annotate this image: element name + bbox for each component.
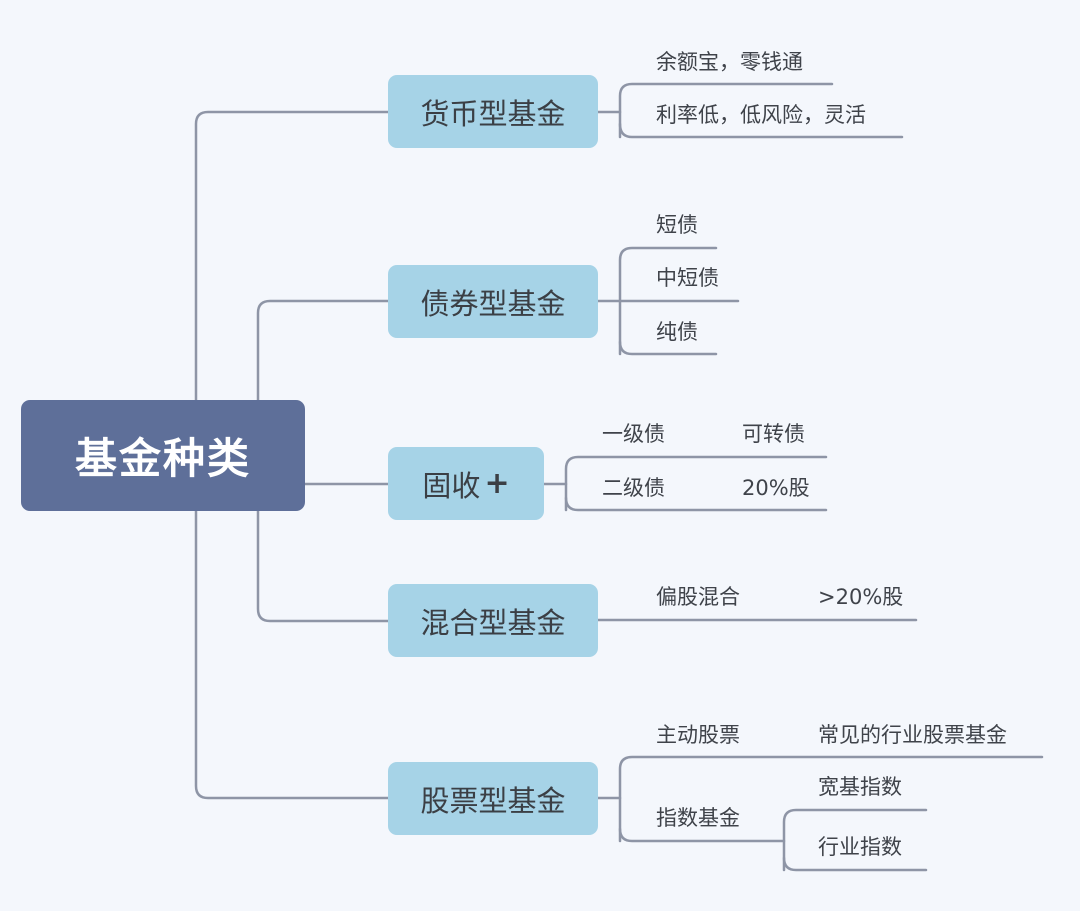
leaf-active-stock-detail: 常见的行业股票基金 — [818, 723, 1007, 747]
root-node: 基金种类 — [21, 400, 305, 511]
category-label: 债券型基金 — [420, 286, 566, 321]
leaf-industry-index: 行业指数 — [818, 835, 902, 859]
category-node-money-market: 货币型基金 — [388, 75, 598, 148]
leaf-active-stock: 主动股票 — [656, 723, 740, 747]
category-node-hybrid: 混合型基金 — [388, 584, 598, 657]
leaf-index-fund: 指数基金 — [656, 806, 740, 830]
leaf-secondary-bond: 二级债 — [602, 476, 665, 500]
leaf-money-features: 利率低，低风险，灵活 — [656, 103, 866, 127]
category-label: 货币型基金 — [420, 96, 566, 131]
leaf-secondary-bond-detail: 20%股 — [742, 476, 810, 500]
leaf-money-examples: 余额宝，零钱通 — [656, 50, 803, 74]
category-node-stock: 股票型基金 — [388, 762, 598, 835]
leaf-medium-short-bond: 中短债 — [656, 266, 719, 290]
category-node-fixed-income-plus: 固收+ — [388, 447, 544, 520]
category-label: 固收 — [422, 468, 481, 503]
leaf-pure-bond: 纯债 — [656, 320, 698, 344]
leaf-short-bond: 短债 — [656, 213, 698, 237]
category-node-bond: 债券型基金 — [388, 265, 598, 338]
category-label: 股票型基金 — [420, 783, 566, 818]
leaf-primary-bond: 一级债 — [602, 422, 665, 446]
leaf-equity-hybrid: 偏股混合 — [656, 585, 740, 609]
leaf-broad-index: 宽基指数 — [818, 775, 902, 799]
category-label: 混合型基金 — [420, 605, 566, 640]
leaf-primary-bond-detail: 可转债 — [742, 422, 805, 446]
plus-badge: + — [484, 466, 510, 501]
leaf-equity-hybrid-detail: >20%股 — [818, 585, 904, 609]
